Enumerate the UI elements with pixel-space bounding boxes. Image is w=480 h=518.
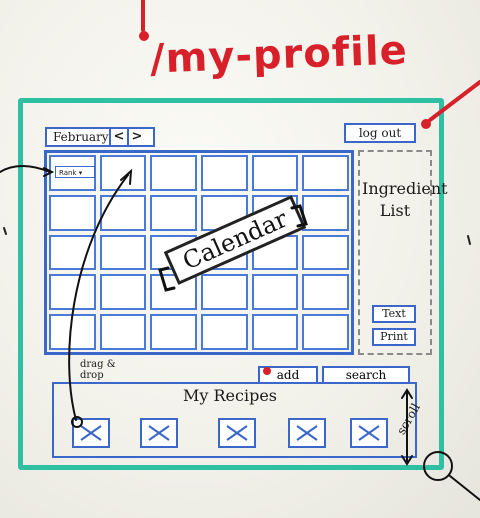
- calendar-day-cell[interactable]: [302, 194, 349, 231]
- recipe-card[interactable]: [218, 418, 256, 448]
- calendar-day-cell[interactable]: [150, 314, 197, 350]
- calendar-day-cell[interactable]: [201, 274, 248, 311]
- search-tab[interactable]: search: [322, 366, 410, 382]
- calendar-day-cell[interactable]: [302, 234, 349, 271]
- ingredient-title-line1: Ingredient: [362, 179, 448, 198]
- calendar-day-cell[interactable]: [302, 155, 349, 191]
- calendar-day-cell[interactable]: [302, 314, 349, 350]
- recipe-placeholder-icon: [296, 425, 318, 441]
- ingredient-list-title: Ingredient List: [362, 178, 448, 222]
- recipe-card[interactable]: [288, 418, 326, 448]
- drag-label-line2: drop: [80, 370, 104, 381]
- recipe-card[interactable]: [72, 418, 110, 448]
- calendar-day-cell[interactable]: [150, 155, 197, 191]
- ingredient-title-line2: List: [379, 201, 411, 220]
- ingredient-list-panel: [358, 150, 432, 355]
- print-button[interactable]: Print: [372, 328, 416, 346]
- month-label: February: [53, 130, 109, 144]
- drag-label-line1: drag &: [80, 359, 116, 370]
- calendar-day-cell[interactable]: [99, 274, 147, 311]
- calendar-day-cell[interactable]: [99, 314, 147, 350]
- add-tab[interactable]: add: [258, 366, 318, 382]
- calendar-day-cell[interactable]: [251, 274, 299, 311]
- calendar-day-cell[interactable]: [49, 274, 96, 311]
- recipe-placeholder-icon: [226, 425, 248, 441]
- month-navigator: February < >: [45, 127, 155, 147]
- calendar-day-cell[interactable]: [251, 155, 299, 191]
- my-recipes-title: My Recipes: [182, 386, 278, 405]
- my-recipes-panel: [52, 382, 417, 458]
- calendar-day-cell[interactable]: [201, 155, 248, 191]
- recipe-placeholder-icon: [358, 425, 380, 441]
- calendar-day-cell[interactable]: [49, 194, 96, 231]
- calendar-day-cell[interactable]: [49, 314, 96, 350]
- rank-dropdown[interactable]: Rank ▾: [55, 166, 95, 178]
- calendar-day-cell[interactable]: [150, 194, 197, 231]
- drag-drop-label: drag & drop: [80, 359, 116, 381]
- recipe-placeholder-icon: [80, 425, 102, 441]
- prev-month-button[interactable]: <: [109, 129, 127, 145]
- logout-button[interactable]: log out: [344, 123, 416, 143]
- calendar-day-cell[interactable]: [99, 155, 147, 191]
- calendar-day-cell[interactable]: [302, 274, 349, 311]
- app-frame: [18, 98, 444, 470]
- calendar-day-cell[interactable]: [49, 234, 96, 271]
- recipe-placeholder-icon: [148, 425, 170, 441]
- calendar-day-cell[interactable]: [201, 314, 248, 350]
- calendar-day-cell[interactable]: [99, 194, 147, 231]
- page-route-title: /my-profile: [149, 27, 409, 83]
- recipe-card[interactable]: [140, 418, 178, 448]
- calendar-day-cell[interactable]: [251, 314, 299, 350]
- calendar-day-cell[interactable]: [150, 274, 197, 311]
- recipe-card[interactable]: [350, 418, 388, 448]
- next-month-button[interactable]: >: [127, 129, 145, 145]
- calendar-day-cell[interactable]: [99, 234, 147, 271]
- text-button[interactable]: Text: [372, 305, 416, 323]
